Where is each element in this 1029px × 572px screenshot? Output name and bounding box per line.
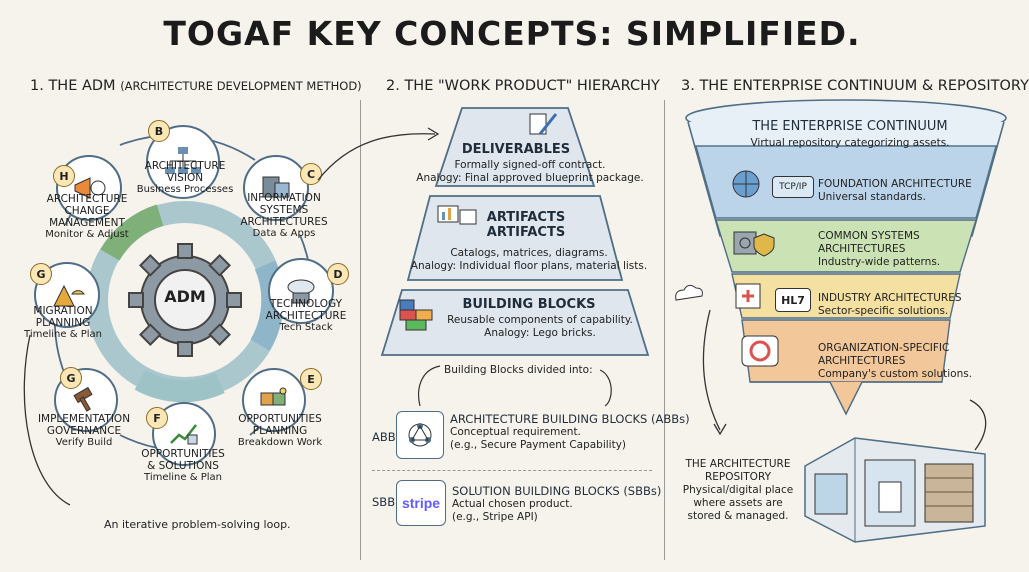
tier-title-building-blocks: BUILDING BLOCKS [462, 297, 596, 312]
adm-gear-icon [128, 243, 242, 357]
column-divider [360, 100, 361, 560]
abb-icon-box [396, 411, 444, 459]
section-heading-adm: 1. THE ADM (ARCHITECTURE DEVELOPMENT MET… [30, 78, 362, 94]
cloud-icon [675, 284, 703, 301]
sbb-tag: SBB [372, 495, 396, 509]
tier-desc-deliverables: Formally signed-off contract.Analogy: Fi… [416, 159, 644, 184]
abb-tag: ABB [372, 430, 396, 444]
abb-description: ARCHITECTURE BUILDING BLOCKS (ABBs) Conc… [450, 412, 690, 452]
tier-desc-artifacts: Catalogs, matrices, diagrams.Analogy: In… [410, 247, 648, 272]
megaphone-icon [74, 177, 106, 199]
pyramid-tier-building-blocks [380, 289, 650, 356]
phase-letter-g-implementation: G [60, 367, 82, 389]
network-nodes-icon [408, 423, 432, 447]
phase-letter-h: H [53, 165, 75, 187]
construction-icon [53, 284, 85, 307]
database-server-icon [262, 176, 290, 198]
hospital-icon [735, 283, 761, 309]
safe-icon [733, 231, 775, 257]
divided-into-label: Building Blocks divided into: [444, 364, 593, 376]
phase-node-e[interactable] [242, 368, 306, 432]
lego-bricks-icon [399, 299, 433, 331]
phase-letter-g-migration: G [30, 263, 52, 285]
adm-footer-note: An iterative problem-solving loop. [104, 518, 291, 531]
repository-building-icon [804, 437, 986, 543]
continuum-funnel [675, 99, 1007, 416]
column-divider [664, 100, 665, 560]
pyramid [380, 107, 650, 356]
org-logo-icon [741, 335, 779, 367]
pyramid-tier-deliverables [434, 107, 596, 187]
gavel-icon [73, 386, 93, 412]
abb-sbb-divider [372, 470, 652, 471]
section-heading-work-product: 2. THE "WORK PRODUCT" HIERARCHY [386, 78, 660, 94]
adm-center-label: ADM [164, 287, 206, 306]
page-title: TOGAF KEY CONCEPTS: SIMPLIFIED. [163, 14, 861, 53]
phase-letter-c: C [300, 163, 322, 185]
hl7-tag: HL7 [775, 288, 811, 312]
tier-desc-building-blocks: Reusable components of capability.Analog… [447, 314, 633, 339]
document-pen-icon [529, 113, 558, 135]
puzzle-icon [260, 387, 287, 406]
connector-arrow [317, 127, 440, 181]
section-heading-continuum: 3. THE ENTERPRISE CONTINUUM & REPOSITORY [681, 78, 1029, 94]
phase-node-b[interactable] [146, 125, 220, 199]
layer-common-systems [715, 219, 977, 273]
sbb-description: SOLUTION BUILDING BLOCKS (SBBs) Actual c… [452, 484, 662, 524]
phase-label-f: OPPORTUNITIES& SOLUTIONS Timeline & Plan [141, 448, 225, 483]
split-arrows [418, 365, 612, 407]
cloud-server-icon [287, 279, 315, 304]
repository-arrows [702, 309, 987, 451]
growth-chart-icon [170, 424, 198, 445]
phase-letter-d: D [327, 263, 349, 285]
repository-text: THE ARCHITECTURE REPOSITORY Physical/dig… [682, 458, 794, 522]
charts-icon [437, 205, 477, 225]
phase-letter-f: F [146, 407, 168, 429]
phase-letter-b: B [148, 120, 170, 142]
layer-foundation [695, 145, 997, 219]
tcp-ip-tag: TCP/IP [772, 176, 814, 198]
continuum-subtitle: Virtual repository categorizing assets. [750, 137, 950, 149]
phase-letter-e: E [300, 368, 322, 390]
stripe-logo: stripe [396, 480, 446, 526]
phase-node-c[interactable] [243, 155, 309, 221]
globe-icon [732, 170, 760, 198]
tier-title-deliverables: DELIVERABLES [461, 142, 571, 157]
phase-node-d[interactable] [268, 258, 334, 324]
org-chart-icon [165, 147, 201, 174]
continuum-title: THE ENTERPRISE CONTINUUM [752, 119, 948, 134]
